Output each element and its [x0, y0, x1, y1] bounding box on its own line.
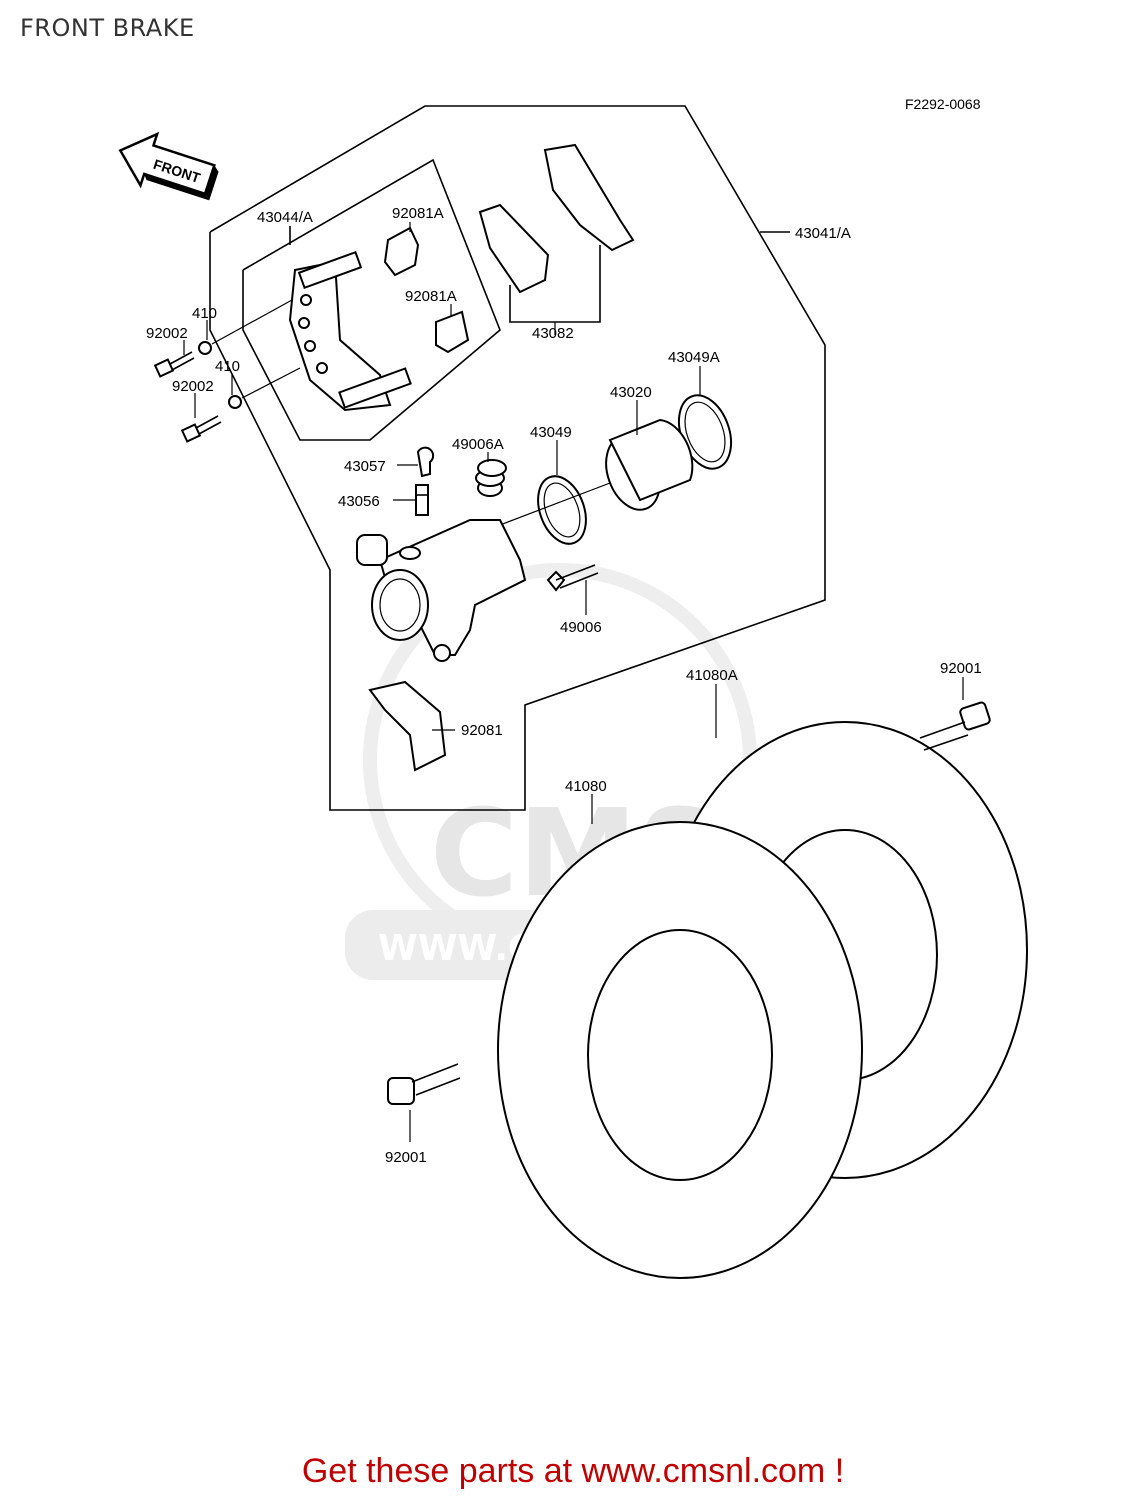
label-43044a: 43044/A	[257, 209, 313, 226]
label-92001-left: 92001	[385, 1149, 427, 1166]
piston-43020	[605, 418, 694, 511]
label-43041a: 43041/A	[795, 225, 851, 242]
caliper-body	[356, 519, 527, 662]
boot-49006a	[475, 459, 507, 497]
label-92002-upper: 92002	[146, 325, 188, 342]
leader-lines	[183, 222, 964, 1142]
label-410-lower: 410	[215, 358, 240, 375]
label-92081: 92081	[461, 722, 503, 739]
label-92001-right: 92001	[940, 660, 982, 677]
pad-spring-92081	[368, 680, 447, 772]
label-43049: 43049	[530, 424, 572, 441]
bleed-valve-43056	[415, 484, 429, 516]
bolt-92002-lower	[180, 415, 222, 443]
label-41080: 41080	[565, 778, 607, 795]
label-43082: 43082	[532, 325, 574, 342]
shim-92081a-upper	[383, 226, 420, 277]
brake-disc-41080	[497, 821, 863, 1279]
page-title: FRONT BRAKE	[20, 14, 195, 42]
label-43049a: 43049A	[668, 349, 720, 366]
assembly-outline-43044a	[242, 158, 501, 441]
label-49006: 49006	[560, 619, 602, 636]
washer-410-lower	[228, 395, 242, 409]
bolt-92002-upper	[153, 351, 195, 378]
bolt-49006	[546, 564, 599, 592]
brake-pads	[478, 143, 635, 323]
label-43057: 43057	[344, 458, 386, 475]
washer-410-upper	[198, 341, 212, 355]
bolt-92001-left	[387, 1063, 461, 1105]
pad-bracket	[288, 250, 412, 412]
label-410-upper: 410	[192, 305, 217, 322]
label-92081a-lower: 92081A	[405, 288, 457, 305]
figure-code: F2292-0068	[905, 96, 981, 112]
piston-seal-43049	[537, 475, 587, 545]
label-49006a: 49006A	[452, 436, 504, 453]
shim-92081a-lower	[435, 310, 470, 354]
label-43020: 43020	[610, 384, 652, 401]
label-92081a-upper: 92081A	[392, 205, 444, 222]
assembly-outline-43041a	[209, 105, 826, 811]
label-92002-lower: 92002	[172, 378, 214, 395]
label-43056: 43056	[338, 493, 380, 510]
front-arrow-icon: FRONT	[118, 131, 219, 201]
label-41080a: 41080A	[686, 667, 738, 684]
part-labels: 43044/A 92081A 92081A 43041/A 43082 410 …	[146, 205, 982, 1166]
bleed-cap-43057	[416, 446, 435, 478]
footer-cta-link[interactable]: Get these parts at www.cmsnl.com !	[301, 1452, 845, 1490]
bolt-92001-right	[919, 701, 991, 751]
